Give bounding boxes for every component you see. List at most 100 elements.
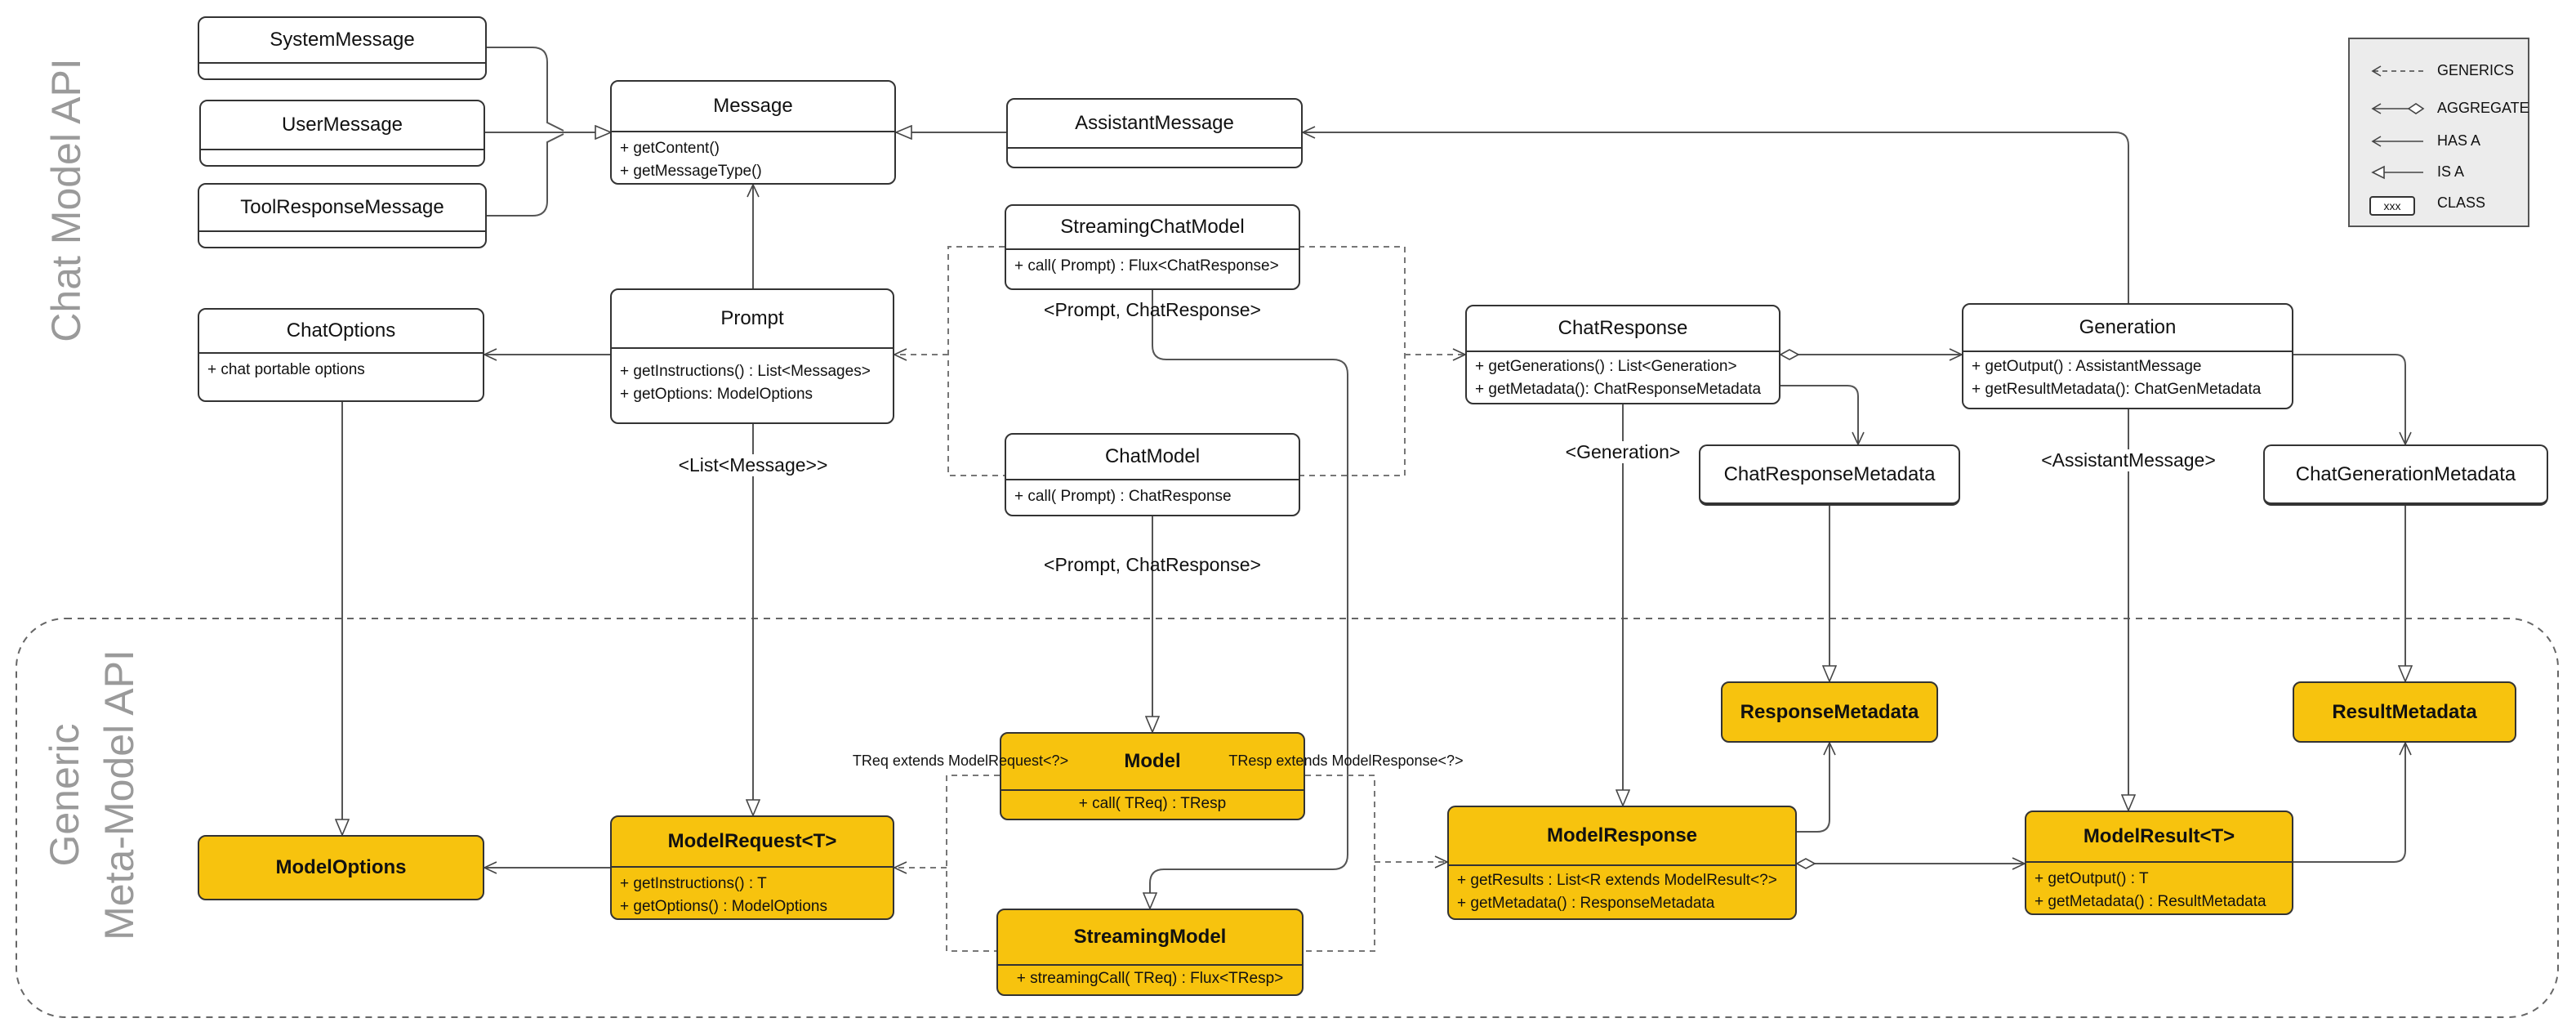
legend-label: GENERICS <box>2437 62 2515 78</box>
class-member: + getOptions() : ModelOptions <box>620 898 827 915</box>
class-streaming-model[interactable]: StreamingModel + streamingCall( TReq) : … <box>996 909 1304 996</box>
legend-label: AGGREGATE <box>2437 100 2529 116</box>
dashed-arrow-icon <box>2371 65 2423 77</box>
class-name: Model <box>1001 734 1304 791</box>
class-name: Message <box>612 82 894 132</box>
class-name: StreamingChatModel <box>1006 206 1299 250</box>
class-name: ResultMetadata <box>2332 700 2477 723</box>
class-member: + getOptions: ModelOptions <box>620 386 813 403</box>
streaming-chat-model-is-a-streaming-model <box>1150 290 1348 909</box>
class-assistant-message[interactable]: AssistantMessage <box>1006 98 1303 168</box>
class-member: + getOutput() : T <box>2035 870 2149 887</box>
generation-to-gen-metadata <box>2293 354 2412 446</box>
chat-model-api-title: Chat Model API <box>43 58 89 342</box>
class-tool-response-message[interactable]: ToolResponseMessage <box>198 183 487 248</box>
class-member: + getMetadata() : ResponseMetadata <box>1457 895 1715 912</box>
class-member: + getResultMetadata(): ChatGenMetadata <box>1972 381 2262 398</box>
generics-label-treq: TReq extends ModelRequest<?> <box>852 752 1069 769</box>
class-name: ModelResponse <box>1449 807 1795 866</box>
class-member: + getResults : List<R extends ModelResul… <box>1457 872 1777 889</box>
class-model[interactable]: Model + call( TReq) : TResp <box>1000 732 1305 820</box>
generics-box-chat <box>947 246 1005 476</box>
open-arrow-icon <box>2371 136 2423 147</box>
class-name: UserMessage <box>201 101 484 150</box>
legend-label: IS A <box>2437 163 2465 180</box>
class-member: + call( Prompt) : Flux<ChatResponse> <box>1014 257 1279 275</box>
class-response-metadata[interactable]: ResponseMetadata <box>1721 681 1938 743</box>
legend-generics: GENERICS <box>2350 59 2528 83</box>
legend-class: xxx CLASS <box>2350 191 2528 216</box>
class-streaming-chat-model[interactable]: StreamingChatModel + call( Prompt) : Flu… <box>1005 204 1300 290</box>
generics-chat-model-to-chat-response <box>1299 246 1406 476</box>
class-name: ChatOptions <box>199 310 483 354</box>
class-generation[interactable]: Generation + getOutput() : AssistantMess… <box>1962 303 2293 409</box>
class-chat-response[interactable]: ChatResponse + getGenerations() : List<G… <box>1465 305 1780 404</box>
legend-aggregate: AGGREGATE <box>2350 96 2529 121</box>
class-name: AssistantMessage <box>1008 100 1301 149</box>
legend-has-a: HAS A <box>2350 129 2528 154</box>
model-result-to-result-metadata <box>2293 741 2412 863</box>
generics-label-list-message: <List<Message>> <box>678 454 828 476</box>
class-member: + getMetadata(): ChatResponseMetadata <box>1475 381 1762 398</box>
generics-label-generation: <Generation> <box>1565 441 1681 463</box>
class-member: + getInstructions() : List<Messages> <box>620 363 871 380</box>
class-member: + call( Prompt) : ChatResponse <box>1014 488 1232 505</box>
class-name: StreamingModel <box>998 910 1302 966</box>
class-member: + call( TReq) : TResp <box>1078 795 1227 812</box>
model-response-to-response-metadata <box>1797 741 1836 833</box>
system-message-link <box>486 47 564 132</box>
class-chat-model[interactable]: ChatModel + call( Prompt) : ChatResponse <box>1005 433 1300 516</box>
generics-label-chat-model: <Prompt, ChatResponse> <box>1044 554 1261 575</box>
class-member: + getGenerations() : List<Generation> <box>1475 358 1737 375</box>
meta-model-api-title: Meta-Model API <box>96 650 142 940</box>
class-name: ResponseMetadata <box>1740 700 1919 723</box>
class-user-message[interactable]: UserMessage <box>199 100 485 167</box>
generics-label-streaming: <Prompt, ChatResponse> <box>1044 299 1261 320</box>
class-member: + streamingCall( TReq) : Flux<TResp> <box>1016 970 1284 987</box>
class-model-response[interactable]: ModelResponse + getResults : List<R exte… <box>1447 806 1797 920</box>
class-member: + getContent() <box>620 140 720 157</box>
class-box-icon: xxx <box>2369 196 2415 216</box>
legend-label: HAS A <box>2437 132 2481 149</box>
class-member: + chat portable options <box>207 361 365 378</box>
generation-to-assistant-message <box>1301 126 2129 303</box>
legend-is-a: IS A <box>2350 160 2528 185</box>
class-name: ModelResult<T> <box>2026 812 2292 863</box>
legend-label: CLASS <box>2437 194 2486 211</box>
generic-region-border <box>16 618 2559 1018</box>
class-name: ChatModel <box>1006 435 1299 480</box>
class-name: SystemMessage <box>199 18 485 64</box>
generics-label-tresp: TResp extends ModelResponse<?> <box>1228 752 1464 769</box>
generics-label-assistant-message: <AssistantMessage> <box>2041 449 2216 471</box>
class-member: + getMessageType() <box>620 163 762 180</box>
class-name: ModelRequest<T> <box>612 817 893 868</box>
class-model-result[interactable]: ModelResult<T> + getOutput() : T + getMe… <box>2025 810 2293 915</box>
class-name: ToolResponseMessage <box>199 185 485 232</box>
class-name: ModelOptions <box>275 856 407 878</box>
generics-box-model <box>946 775 1000 952</box>
class-name: Generation <box>1963 305 2292 352</box>
class-prompt[interactable]: Prompt + getInstructions() : List<Messag… <box>610 288 894 424</box>
legend: GENERICS AGGREGATE HAS A IS A xxx CLASS <box>2348 38 2529 227</box>
class-member: + getMetadata() : ResultMetadata <box>2035 893 2266 910</box>
class-member: + getInstructions() : T <box>620 875 767 892</box>
diamond-arrow-icon <box>2371 103 2425 114</box>
triangle-arrow-icon <box>2371 165 2423 180</box>
class-result-metadata[interactable]: ResultMetadata <box>2293 681 2516 743</box>
class-chat-response-metadata[interactable]: ChatResponseMetadata <box>1699 444 1960 506</box>
class-system-message[interactable]: SystemMessage <box>198 16 487 80</box>
class-chat-generation-metadata[interactable]: ChatGenerationMetadata <box>2263 444 2548 506</box>
chat-response-to-metadata <box>1780 385 1865 446</box>
class-model-request[interactable]: ModelRequest<T> + getInstructions() : T … <box>610 815 894 920</box>
class-name: ChatResponseMetadata <box>1723 462 1936 485</box>
class-name: ChatGenerationMetadata <box>2295 462 2516 485</box>
generic-title: Generic <box>42 723 87 867</box>
class-name: Prompt <box>612 290 893 349</box>
class-member: + getOutput() : AssistantMessage <box>1972 358 2202 375</box>
class-name: ChatResponse <box>1467 306 1779 352</box>
class-chat-options[interactable]: ChatOptions + chat portable options <box>198 308 484 402</box>
class-message[interactable]: Message + getContent() + getMessageType(… <box>610 80 896 185</box>
class-model-options[interactable]: ModelOptions <box>198 835 484 900</box>
tool-response-message-link <box>486 133 564 217</box>
